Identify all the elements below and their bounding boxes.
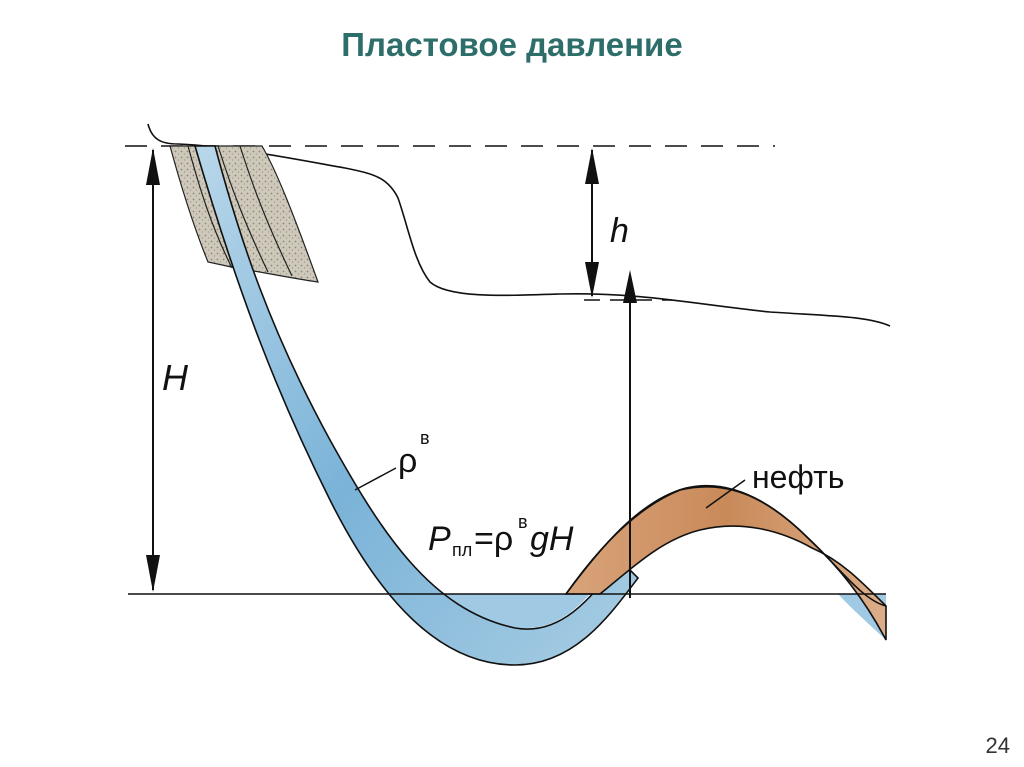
formula-P: P <box>428 520 451 558</box>
aquifer-layer <box>193 145 640 666</box>
page-number: 24 <box>985 733 1010 758</box>
oil-top-edge <box>565 484 887 607</box>
h-arrow-bottom-icon <box>585 262 599 298</box>
water-basin <box>415 594 590 629</box>
rock-layer-line <box>239 145 293 277</box>
h-label: h <box>610 212 629 250</box>
rho-label: ρ <box>398 442 417 480</box>
pressure-arrow-up-icon <box>623 270 637 303</box>
H-arrow-bottom-icon <box>146 555 160 592</box>
rho-leader-line <box>354 467 397 491</box>
formula-gH: gH <box>530 520 574 558</box>
h-arrow-top-icon <box>585 148 599 184</box>
formula-equals-rho: =ρ <box>474 520 513 558</box>
oil-label: нефть <box>752 459 844 495</box>
formula-superscript: в <box>518 512 528 532</box>
H-label: H <box>162 357 189 398</box>
rock-layer-line <box>217 145 269 273</box>
oil-leader-line <box>705 479 746 509</box>
oil-reservoir <box>564 486 887 641</box>
rho-superscript: в <box>420 428 430 448</box>
formula-subscript: пл <box>452 540 472 560</box>
slide-title: Пластовое давление <box>341 26 683 63</box>
H-arrow-top-icon <box>146 148 160 185</box>
rock-layer-line <box>187 145 233 269</box>
